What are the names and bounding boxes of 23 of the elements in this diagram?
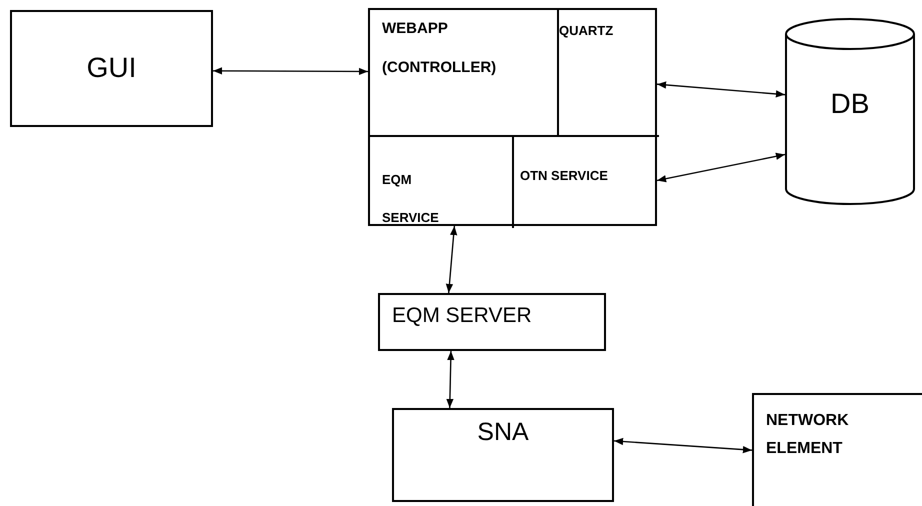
node-label: QUARTZ (559, 24, 614, 39)
arrow (446, 350, 454, 408)
node-label: (CONTROLLER) (382, 59, 496, 76)
node-label: DB (830, 88, 870, 120)
node-label: OTN SERVICE (520, 169, 608, 184)
component-cell (370, 10, 559, 137)
process-box (378, 293, 606, 351)
arrow (656, 152, 786, 182)
process-box (10, 10, 213, 127)
node-label: WEBAPP (382, 20, 448, 38)
node-label: EQM SERVER (392, 304, 532, 328)
node-label: GUI (86, 52, 136, 85)
process-box (752, 393, 922, 506)
arrow (614, 438, 752, 454)
process-box (392, 408, 614, 502)
node-label: EQM SERVICE (382, 171, 440, 227)
container-box (368, 8, 657, 226)
arrow (656, 81, 786, 98)
arrow (446, 226, 458, 294)
node-label: NETWORK ELEMENT (766, 411, 850, 459)
database-cylinder (785, 18, 915, 205)
arrow (213, 67, 368, 76)
node-label: SNA (477, 418, 529, 447)
